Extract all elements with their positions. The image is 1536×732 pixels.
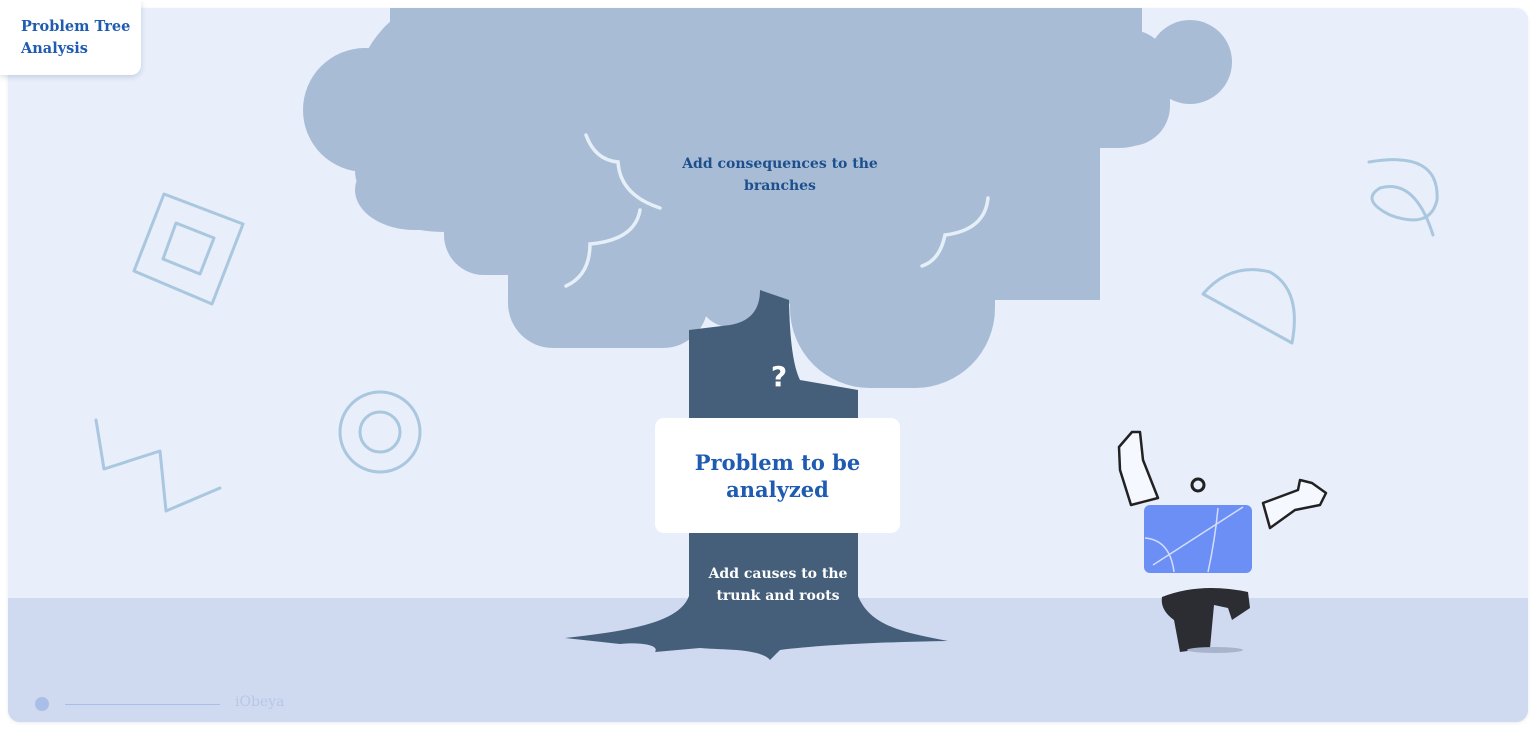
brand-logo: iObeya xyxy=(235,694,285,710)
question-mark-icon: ? xyxy=(770,360,788,393)
zigzag-doodle-icon xyxy=(94,418,222,513)
person-illustration xyxy=(1117,430,1328,653)
problem-tree-board[interactable]: Add consequences to the branches ? Probl… xyxy=(8,8,1528,722)
branches-label[interactable]: Add consequences to the branches xyxy=(682,156,878,194)
half-circle-doodle-icon xyxy=(1201,268,1296,345)
square-doodle-icon-inner xyxy=(161,221,216,276)
tree-illustration xyxy=(94,8,1439,660)
canopy-shape xyxy=(303,8,1232,388)
canopy-highlights xyxy=(564,133,990,288)
page-title: Problem Tree Analysis xyxy=(21,18,131,57)
footer-dot-icon xyxy=(35,697,49,711)
problem-card[interactable]: Problem to be analyzed xyxy=(655,418,900,533)
loop-doodle-icon xyxy=(1367,158,1439,237)
problem-card-label: Problem to be analyzed xyxy=(694,449,861,502)
circle-doodle-icon xyxy=(338,390,422,474)
title-card[interactable]: Problem Tree Analysis xyxy=(0,0,141,75)
footer-divider xyxy=(65,704,220,705)
square-doodle-icon xyxy=(132,192,245,306)
roots-label[interactable]: Add causes to the trunk and roots xyxy=(708,566,848,604)
